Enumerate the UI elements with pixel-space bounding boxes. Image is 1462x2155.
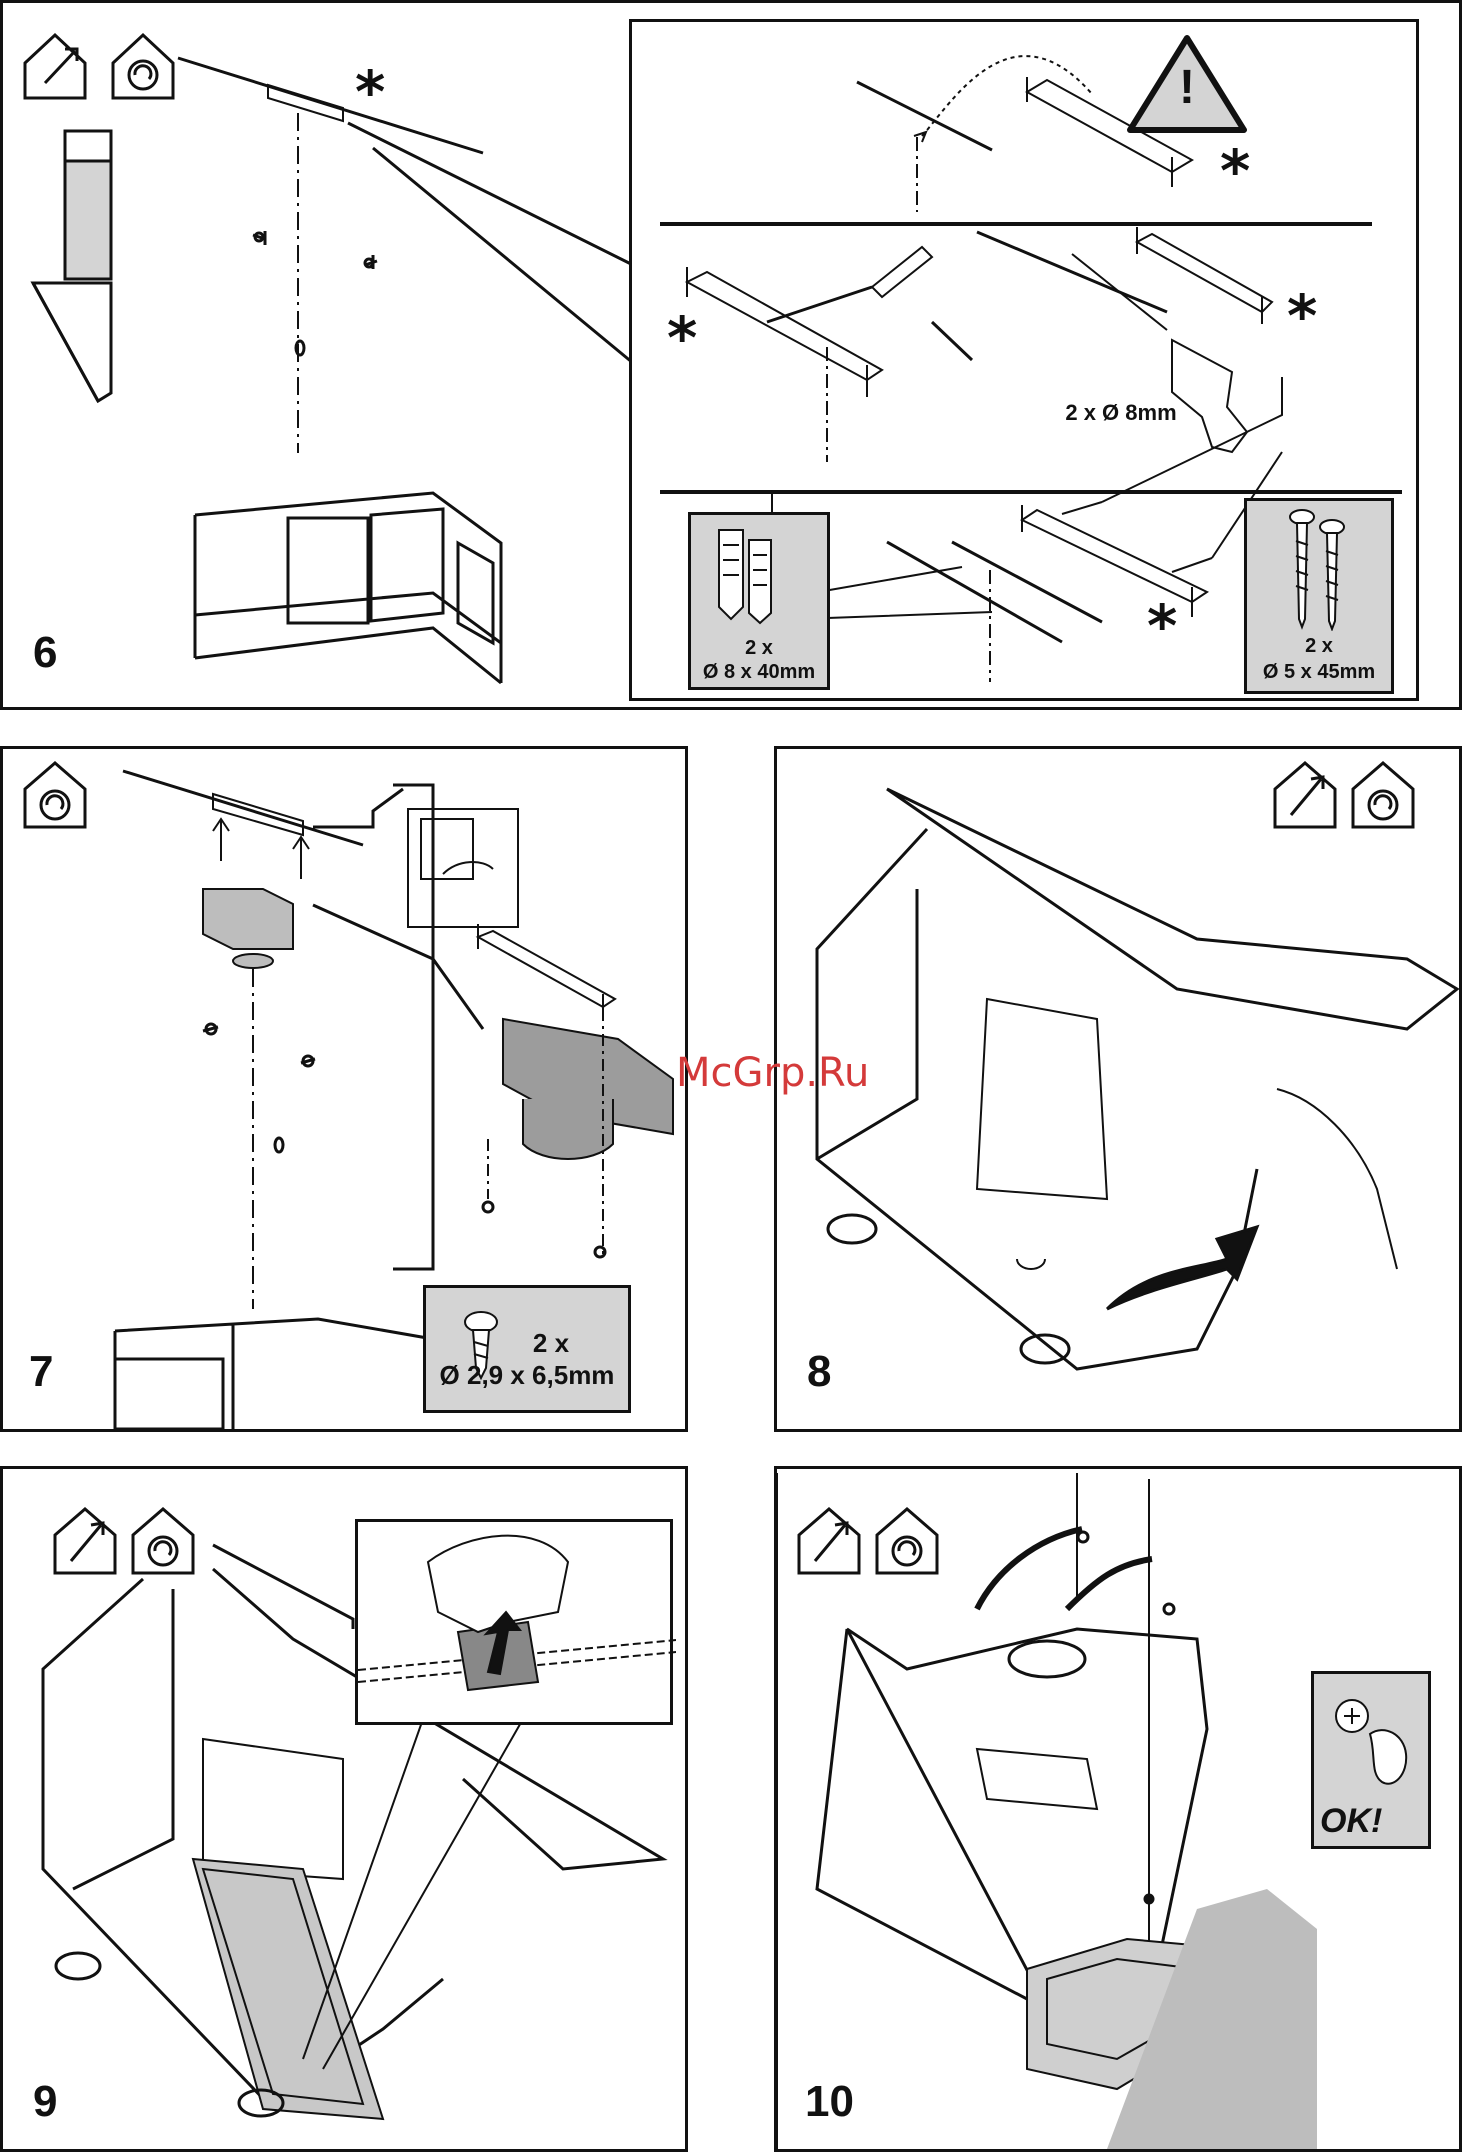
house-exhaust-icon (799, 1509, 859, 1573)
asterisk-marker: * (1147, 597, 1177, 655)
plugs-quantity: 2 x (691, 637, 827, 660)
filter-latch-detail-inset (355, 1519, 673, 1725)
wall-screws-callout: 2 x Ø 5 x 45mm (1244, 498, 1394, 694)
house-exhaust-icon (25, 35, 85, 98)
house-recirculation-icon (877, 1509, 937, 1573)
asterisk-marker: * (1220, 142, 1250, 200)
wall-bracket-detail-inset: * * * * ! 2 x Ø 8mm 2 x Ø 8 x 40mm (629, 19, 1419, 701)
step-number: 6 (33, 628, 57, 678)
panel-step-8: 8 (774, 746, 1462, 1432)
screw-icon (1247, 501, 1397, 631)
step-number: 10 (805, 2077, 854, 2127)
screw-quantity: 2 x (486, 1328, 616, 1359)
watermark: McGrp.Ru (676, 1050, 869, 1096)
ok-result-callout: OK! (1311, 1671, 1431, 1849)
panel-step-9: 9 (0, 1466, 688, 2152)
warning-mark: ! (1167, 60, 1207, 115)
screws-quantity: 2 x (1247, 635, 1391, 658)
step-number: 8 (807, 1347, 831, 1397)
screw-size: Ø 2,9 x 6,5mm (426, 1360, 628, 1391)
house-recirculation-icon (25, 763, 85, 827)
house-recirculation-icon (113, 35, 173, 98)
panel-step-6: 6 * (0, 0, 1462, 710)
wall-plug-icon (691, 515, 833, 625)
house-exhaust-icon (55, 1509, 115, 1573)
screw-head-icon (1314, 1674, 1434, 1804)
asterisk-marker: * (667, 309, 697, 367)
step-8-illustration (777, 749, 1462, 1435)
drill-size-label: 2 x Ø 8mm (1046, 400, 1196, 426)
house-exhaust-icon (1275, 763, 1335, 827)
asterisk-marker: * (355, 63, 385, 121)
ok-label: OK! (1320, 1802, 1382, 1841)
house-recirculation-icon (133, 1509, 193, 1573)
step-number: 7 (29, 1347, 53, 1397)
wall-plugs-callout: 2 x Ø 8 x 40mm (688, 512, 830, 690)
fixing-screws-callout: 2 x Ø 2,9 x 6,5mm (423, 1285, 631, 1413)
asterisk-marker: * (1287, 287, 1317, 345)
panel-step-10: OK! 10 (774, 1466, 1462, 2152)
latch-detail-drawing (358, 1522, 676, 1728)
screws-size: Ø 5 x 45mm (1247, 661, 1391, 684)
panel-step-7: 7 2 x Ø 2,9 x 6,5mm (0, 746, 688, 1432)
house-recirculation-icon (1353, 763, 1413, 827)
step-number: 9 (33, 2077, 57, 2127)
plugs-size: Ø 8 x 40mm (691, 661, 827, 684)
